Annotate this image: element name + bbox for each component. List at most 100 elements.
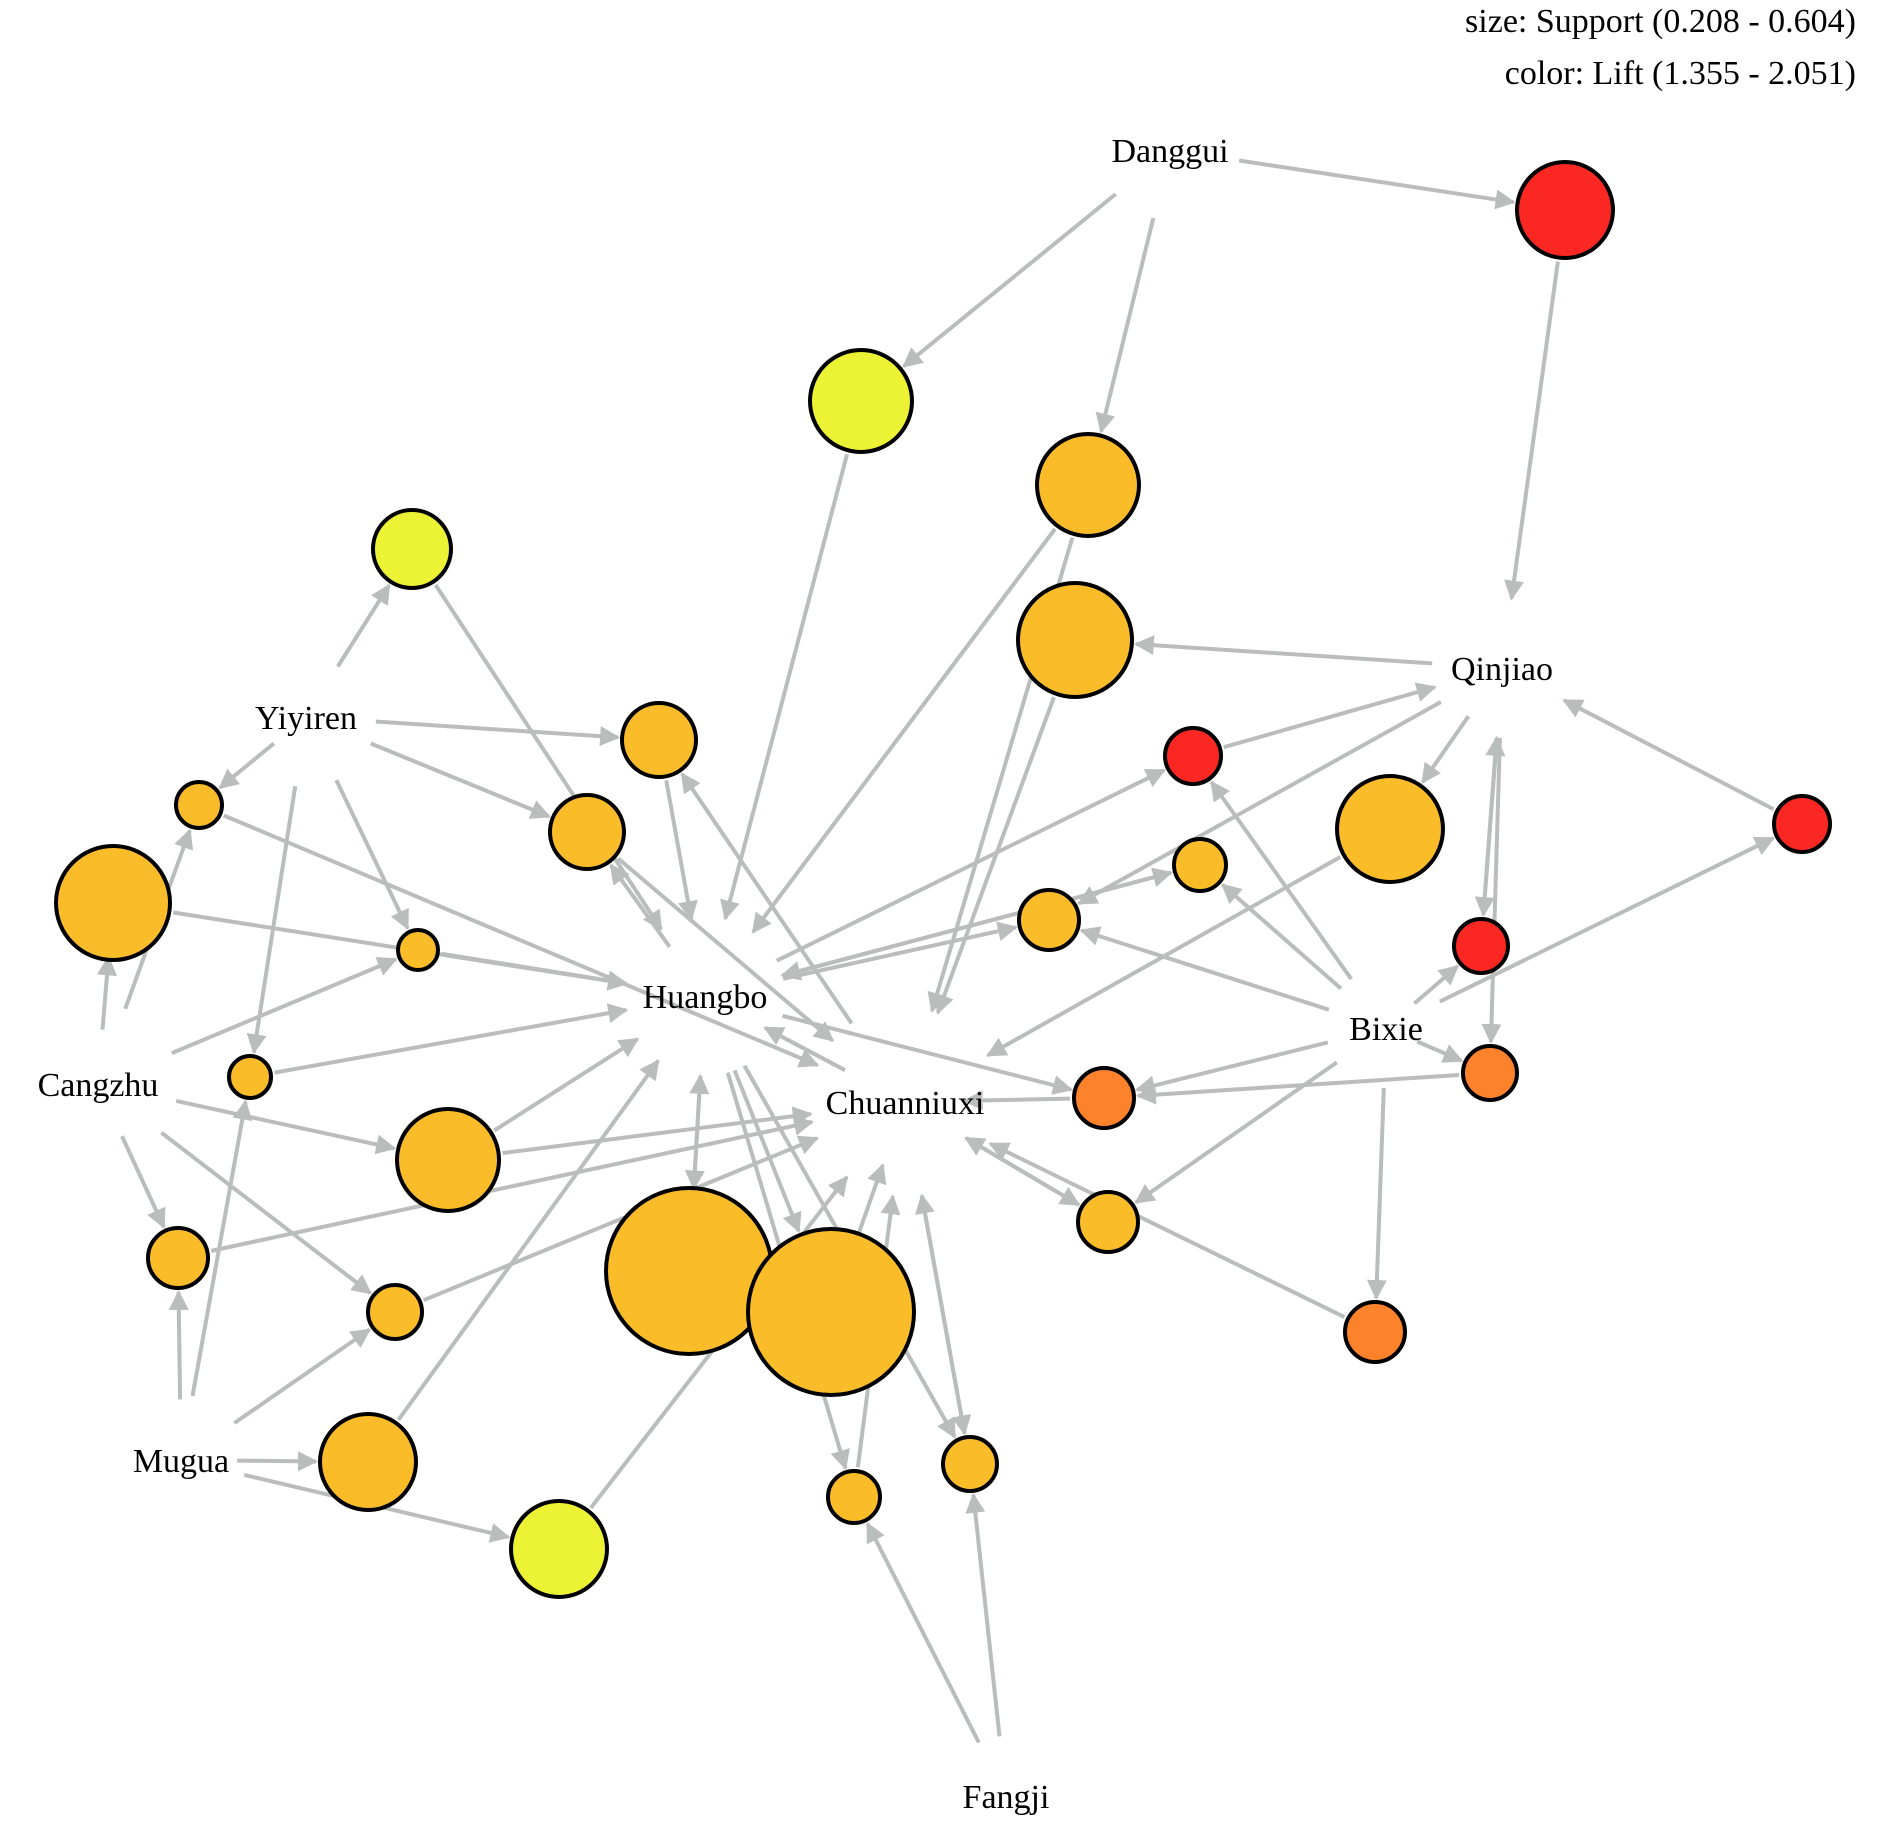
edge-bixie-r9: [1438, 836, 1776, 1004]
edge-r11-chuanniuxi: [223, 813, 820, 1068]
edge-danggui-r2: [902, 192, 1117, 368]
edge-chuanniuxi-r6: [680, 772, 854, 1025]
rule-node-r28[interactable]: [509, 1499, 609, 1599]
rule-node-r20[interactable]: [395, 1107, 501, 1213]
edge-qinjiao-r14: [1076, 700, 1442, 906]
edge-bixie-r17: [1416, 1039, 1464, 1063]
rule-node-r1[interactable]: [1515, 160, 1615, 260]
edge-r13-huangbo: [780, 870, 1172, 981]
edge-r5-chuanniuxi: [934, 696, 1056, 1015]
rule-node-r7[interactable]: [1163, 726, 1223, 786]
rule-node-r17[interactable]: [1461, 1044, 1519, 1102]
edge-yiyiren-r8: [370, 741, 551, 819]
rule-node-r14[interactable]: [1017, 888, 1081, 952]
rule-node-r6[interactable]: [620, 701, 698, 779]
edge-yiyiren-r11: [218, 741, 276, 790]
edge-huangbo-r8: [609, 863, 672, 948]
rule-node-r16[interactable]: [1452, 917, 1510, 975]
edge-r20-huangbo: [493, 1037, 640, 1133]
rule-node-r8[interactable]: [548, 793, 626, 871]
edge-yiyiren-r15: [334, 779, 410, 931]
edge-cangzhu-r15: [171, 956, 398, 1055]
edge-huangbo-r19: [782, 1013, 1073, 1095]
edge-bixie-r13: [1221, 883, 1343, 990]
edge-bixie-r19: [1135, 1040, 1329, 1096]
edge-mugua-r27: [237, 1451, 319, 1472]
rule-node-r19[interactable]: [1072, 1066, 1136, 1130]
edge-qinjiao-r10: [1420, 715, 1471, 784]
item-label-fangji[interactable]: Fangji: [963, 1779, 1050, 1816]
edge-bixie-r14: [1079, 926, 1330, 1012]
item-label-bixie[interactable]: Bixie: [1349, 1011, 1423, 1048]
item-label-chuanniuxi[interactable]: Chuanniuxi: [826, 1085, 985, 1122]
rule-node-r9[interactable]: [1772, 794, 1832, 854]
edge-mugua-r18: [190, 1099, 253, 1397]
edge-r15-huangbo: [441, 951, 628, 991]
item-label-cangzhu[interactable]: Cangzhu: [38, 1067, 159, 1104]
rule-nodes-layer: [54, 160, 1832, 1599]
edge-cangzhu-r23: [160, 1131, 372, 1295]
rule-node-r11[interactable]: [174, 780, 224, 830]
edge-yiyiren-r4: [336, 583, 391, 668]
edge-r16-qinjiao: [1481, 735, 1506, 916]
edge-cangzhu-r12: [97, 955, 117, 1030]
edge-fangji-r29: [865, 1521, 981, 1744]
rule-node-r25[interactable]: [1343, 1300, 1407, 1364]
edge-huangbo-r24: [684, 1075, 705, 1191]
rule-node-r10[interactable]: [1335, 774, 1445, 884]
edge-r2-huangbo: [720, 453, 849, 921]
rule-node-r27[interactable]: [318, 1412, 418, 1512]
edge-yiyiren-r18: [246, 785, 298, 1055]
rule-node-r12[interactable]: [54, 844, 172, 962]
edge-r17-r19: [1135, 1073, 1460, 1105]
edge-r6-huangbo: [664, 779, 698, 922]
rule-node-r24[interactable]: [604, 1186, 774, 1356]
edge-bixie-r25: [1366, 1087, 1387, 1301]
edge-bixie-r16: [1413, 964, 1460, 1005]
rule-node-r2[interactable]: [808, 348, 914, 454]
item-label-huangbo[interactable]: Huangbo: [643, 979, 768, 1016]
item-labels: Danggui Qinjiao Yiyiren Huangbo Chuanniu…: [38, 133, 1553, 1816]
rule-node-r21[interactable]: [1076, 1190, 1140, 1254]
edge-danggui-r1: [1238, 158, 1516, 210]
edge-huangbo-r26: [732, 1069, 802, 1234]
edge-mugua-r22: [168, 1289, 189, 1400]
rule-node-r3[interactable]: [1035, 432, 1141, 538]
rule-node-r22[interactable]: [146, 1226, 210, 1290]
rule-node-r23[interactable]: [366, 1283, 424, 1341]
edge-r18-huangbo: [274, 1003, 629, 1075]
rule-node-r30[interactable]: [941, 1435, 999, 1493]
item-label-yiyiren[interactable]: Yiyiren: [255, 700, 357, 737]
edge-cangzhu-r20: [175, 1099, 397, 1155]
legend-size: size: Support (0.208 - 0.604): [1465, 3, 1856, 40]
rule-node-r5[interactable]: [1016, 581, 1134, 699]
item-label-mugua[interactable]: Mugua: [133, 1443, 229, 1480]
edge-r27-huangbo: [396, 1059, 660, 1422]
rule-node-r26[interactable]: [746, 1227, 916, 1397]
edge-huangbo-r7: [775, 768, 1167, 963]
edge-r7-qinjiao: [1223, 682, 1437, 750]
edge-r22-chuanniuxi: [210, 1115, 815, 1253]
edge-qinjiao-r5: [1133, 635, 1433, 666]
edge-r3-huangbo: [751, 527, 1057, 934]
edge-r23-chuanniuxi: [422, 1135, 820, 1303]
edge-qinjiao-r17: [1481, 737, 1502, 1045]
edge-mugua-r23: [233, 1327, 372, 1425]
edge-r21-chuanniuxi: [964, 1136, 1080, 1207]
edge-bixie-r7: [1209, 780, 1353, 981]
edge-r19-chuanniuxi: [962, 1090, 1071, 1111]
item-label-qinjiao[interactable]: Qinjiao: [1451, 651, 1553, 688]
edge-fangji-r30: [965, 1492, 1002, 1737]
rule-node-r4[interactable]: [371, 508, 453, 590]
rule-node-r13[interactable]: [1172, 837, 1228, 893]
edge-r9-qinjiao: [1562, 698, 1775, 812]
edge-huangbo-r14: [782, 921, 1018, 981]
edge-r25-chuanniuxi: [988, 1141, 1346, 1319]
edge-r1-qinjiao: [1504, 261, 1560, 601]
edge-r8-chuanniuxi: [616, 857, 835, 1043]
rule-node-r29[interactable]: [826, 1469, 882, 1525]
edge-chuanniuxi-huangbo: [763, 1026, 846, 1072]
rule-node-r15[interactable]: [396, 928, 440, 972]
item-label-danggui[interactable]: Danggui: [1111, 133, 1228, 170]
rule-node-r18[interactable]: [227, 1054, 273, 1100]
